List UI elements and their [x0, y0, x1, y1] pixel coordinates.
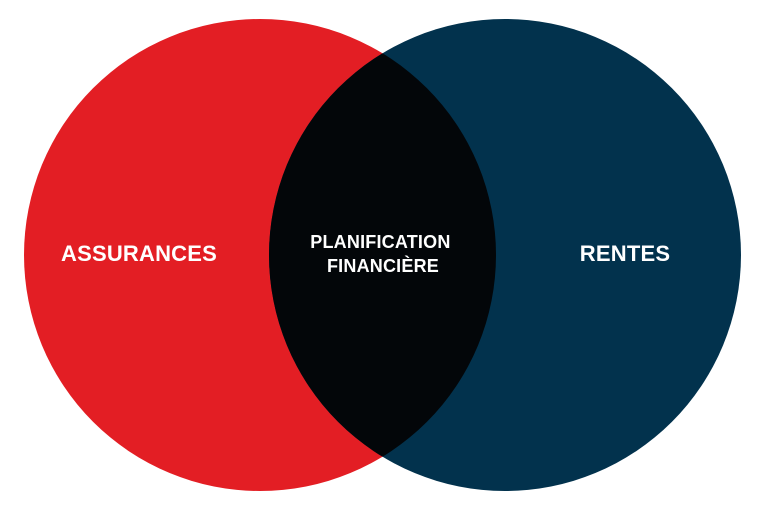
label-rentes: RENTES [580, 241, 670, 266]
intersection-region [269, 19, 496, 491]
label-planification: PLANIFICATION [310, 232, 450, 252]
label-financiere: FINANCIÈRE [327, 255, 439, 276]
label-assurances: ASSURANCES [61, 241, 217, 266]
label-planification-financiere: PLANIFICATION FINANCIÈRE [310, 232, 455, 276]
